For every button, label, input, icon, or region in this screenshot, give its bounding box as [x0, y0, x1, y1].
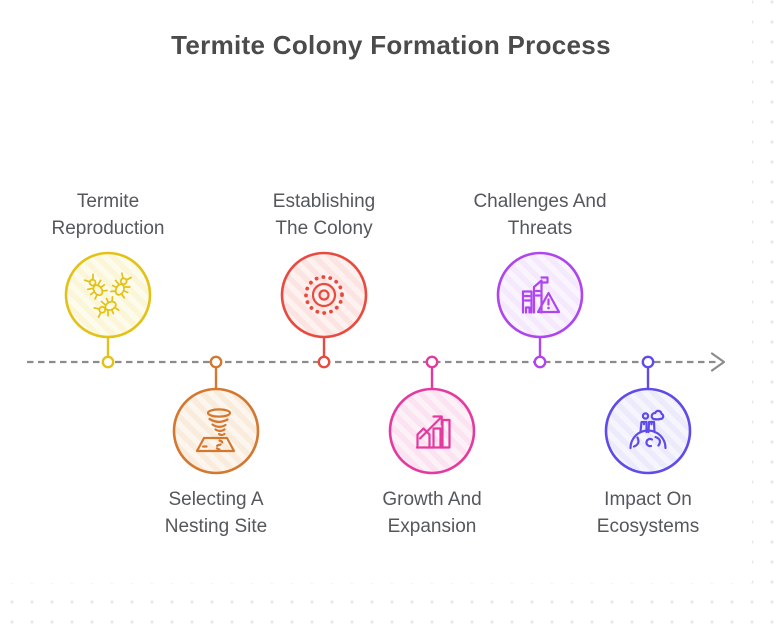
label-line: Expansion	[387, 516, 477, 537]
stage-label-impact-on-ecosystems: Impact On Ecosystems	[548, 486, 748, 540]
node-circle	[496, 251, 584, 339]
timeline-point	[101, 355, 115, 369]
tornado-site-icon	[195, 408, 236, 453]
label-line: Reproduction	[51, 218, 165, 239]
node-circle	[280, 251, 368, 339]
node-circle	[172, 387, 260, 475]
timeline-node-selecting-a-nesting-site	[172, 355, 260, 475]
factory-globe-icon	[629, 409, 667, 450]
timeline	[27, 352, 726, 372]
stage-label-selecting-a-nesting-site: Selecting A Nesting Site	[116, 486, 316, 540]
timeline-node-growth-and-expansion	[388, 355, 476, 475]
label-line: Challenges And	[473, 191, 607, 212]
timeline-node-termite-reproduction	[64, 251, 152, 369]
label-line: Nesting Site	[164, 516, 268, 537]
colony-rings-icon	[304, 275, 344, 315]
node-circle	[64, 251, 152, 339]
timeline-point	[425, 355, 439, 369]
growth-chart-icon	[415, 415, 451, 449]
buildings-warning-icon	[521, 276, 561, 314]
timeline-point	[317, 355, 331, 369]
stage-label-termite-reproduction: Termite Reproduction	[8, 188, 208, 242]
label-line: Termite	[76, 191, 140, 212]
timeline-point	[209, 355, 223, 369]
label-line: Ecosystems	[596, 516, 700, 537]
page-title: Termite Colony Formation Process	[171, 30, 611, 60]
stage-label-establishing-the-colony: Establishing The Colony	[224, 188, 424, 242]
timeline-node-impact-on-ecosystems	[604, 355, 692, 475]
timeline-point	[641, 355, 655, 369]
label-line: The Colony	[275, 218, 373, 239]
node-circle	[388, 387, 476, 475]
timeline-point	[533, 355, 547, 369]
timeline-node-challenges-and-threats	[496, 251, 584, 369]
timeline-node-establishing-the-colony	[280, 251, 368, 369]
label-line: Growth And	[382, 489, 482, 510]
label-line: Selecting A	[168, 489, 264, 510]
arrow-right-icon	[710, 352, 726, 372]
label-line: Threats	[507, 218, 573, 239]
label-line: Impact On	[604, 489, 692, 510]
node-circle	[604, 387, 692, 475]
label-line: Establishing	[272, 191, 376, 212]
stage-label-growth-and-expansion: Growth And Expansion	[332, 486, 532, 540]
stage-label-challenges-and-threats: Challenges And Threats	[440, 188, 640, 242]
